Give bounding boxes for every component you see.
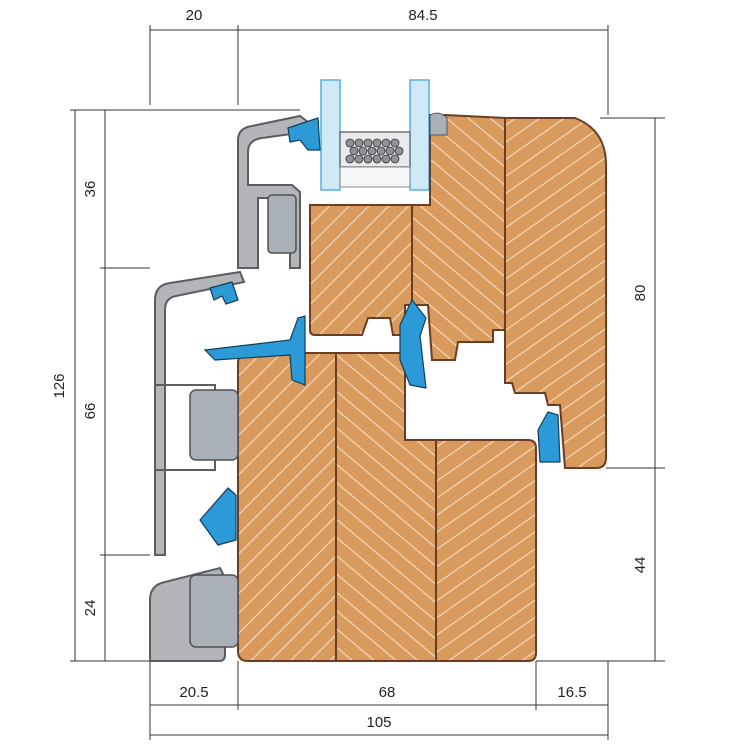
thermal-inserts — [189, 194, 297, 648]
sash-timber-section-3 — [504, 117, 607, 469]
sash-timber-section-1 — [309, 204, 413, 336]
frame-timber-section-3 — [435, 439, 537, 662]
glass-seal-bottom — [339, 166, 411, 188]
glazing-unit — [320, 79, 430, 191]
gasket-glass-outer — [287, 117, 321, 151]
dim-left-upper: 36 — [82, 181, 99, 198]
dim-left-middle: 66 — [82, 403, 99, 420]
dim-bottom-total: 105 — [366, 714, 391, 731]
glass-pane-right — [409, 79, 430, 191]
sash-timber — [309, 112, 607, 469]
dim-bottom-middle: 68 — [379, 684, 396, 701]
gaskets — [199, 117, 561, 546]
insert-sash — [267, 194, 297, 254]
dim-top-left: 20 — [186, 7, 203, 24]
frame-timber-section-1 — [237, 352, 337, 662]
dimension-lines — [70, 25, 665, 740]
dim-bottom-left: 20.5 — [179, 684, 208, 701]
dim-right-upper: 80 — [632, 285, 649, 302]
insert-frame-lower — [189, 574, 239, 648]
gasket-sash-clip — [209, 281, 239, 305]
dim-left-total: 126 — [51, 373, 68, 398]
frame-cladding-upper — [154, 270, 246, 556]
frame-cladding-chamber — [154, 384, 216, 471]
gasket-inner-frame — [537, 411, 561, 463]
desiccant-beads — [345, 138, 404, 164]
insert-frame-upper — [189, 389, 239, 461]
gasket-rebate-upper — [203, 315, 306, 386]
sash-glass-seal — [429, 112, 448, 136]
dim-right-lower: 44 — [632, 557, 649, 574]
dimension-labels: 20 84.5 126 36 66 24 80 44 20.5 68 16.5 … — [51, 7, 649, 731]
dim-bottom-right: 16.5 — [557, 684, 586, 701]
dim-top-right: 84.5 — [408, 7, 437, 24]
glass-pane-left — [320, 79, 341, 191]
frame-timber — [237, 352, 537, 662]
gasket-outer-frame — [199, 487, 237, 546]
frame-timber-section-2 — [335, 352, 437, 662]
dim-left-lower: 24 — [82, 600, 99, 617]
gasket-rebate-center — [399, 298, 427, 389]
